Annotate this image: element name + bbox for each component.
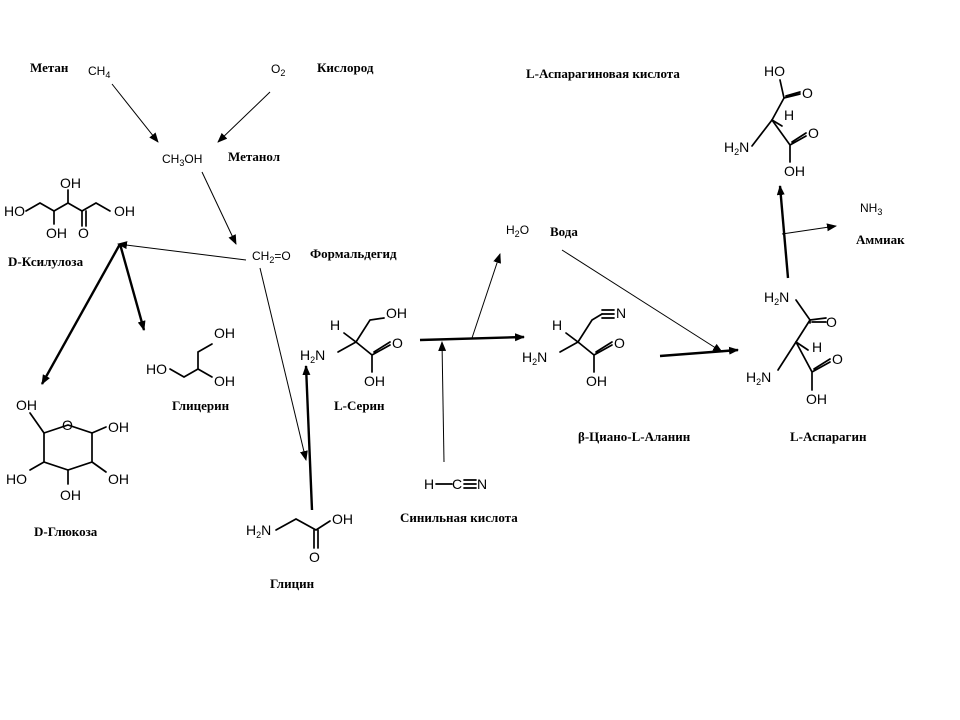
structure-glycerol: HO OH OH — [146, 325, 235, 389]
svg-text:C: C — [452, 476, 462, 492]
structure-glycine: H2N OH O — [246, 511, 353, 565]
label-methane: Метан — [30, 60, 69, 75]
svg-text:OH: OH — [364, 373, 385, 389]
svg-text:H: H — [552, 317, 562, 333]
formula-o2: O2 — [271, 62, 285, 78]
arrow-formaldehyde-glycine — [259, 267, 308, 461]
svg-text:O: O — [808, 125, 819, 141]
arrow-formaldehyde-xylulose — [117, 241, 247, 261]
label-glucose: D-Глюкоза — [34, 524, 98, 539]
label-glycerol: Глицерин — [172, 398, 230, 413]
formula-ch3oh: CH3OH — [162, 152, 202, 168]
arrow-to-ammonia — [781, 223, 837, 235]
label-serine: L-Серин — [334, 398, 385, 413]
arrow-asparagine-aspartic — [776, 185, 790, 279]
svg-text:O: O — [832, 351, 843, 367]
structure-hcn: H C N — [424, 476, 487, 492]
structure-serine: H OH H2N O OH — [300, 305, 407, 389]
svg-text:O: O — [78, 225, 89, 241]
svg-text:OH: OH — [46, 225, 67, 241]
svg-text:OH: OH — [784, 163, 805, 179]
cyanoalanine-nh2: H2N — [522, 349, 547, 367]
svg-text:N: N — [616, 305, 626, 321]
label-aspartic: L-Аспарагиновая кислота — [526, 66, 680, 81]
arrow-methanol-formaldehyde — [201, 171, 237, 245]
svg-text:O: O — [614, 335, 625, 351]
structure-cyanoalanine: H N H2N O OH — [522, 305, 626, 389]
svg-text:HO: HO — [4, 203, 25, 219]
svg-text:HO: HO — [764, 63, 785, 79]
structure-glucose: OH O OH HO OH OH — [6, 397, 129, 503]
formula-ch4: CH4 — [88, 64, 110, 80]
arrow-cyanoalanine-asparagine — [659, 346, 739, 358]
svg-text:O: O — [802, 85, 813, 101]
svg-text:O: O — [309, 549, 320, 565]
svg-text:OH: OH — [60, 175, 81, 191]
arrow-glycine-serine — [302, 365, 314, 511]
arrow-methane-methanol — [111, 83, 159, 143]
svg-text:OH: OH — [108, 419, 129, 435]
svg-text:OH: OH — [806, 391, 827, 407]
label-oxygen: Кислород — [317, 60, 374, 75]
formula-ch2o: CH2=O — [252, 249, 291, 265]
svg-text:O: O — [62, 417, 73, 433]
svg-text:H: H — [812, 339, 822, 355]
svg-text:OH: OH — [60, 487, 81, 503]
arrow-hcn-join — [438, 341, 447, 463]
svg-text:OH: OH — [16, 397, 37, 413]
glycine-nh2: H2N — [246, 522, 271, 540]
arrow-xylulose-glucose — [40, 243, 122, 385]
label-glycine: Глицин — [270, 576, 315, 591]
asparagine-amide-nh2: H2N — [764, 289, 789, 307]
asparagine-nh2: H2N — [746, 369, 771, 387]
svg-text:O: O — [826, 314, 837, 330]
arrow-serine-cyanoalanine — [419, 333, 525, 342]
svg-text:OH: OH — [332, 511, 353, 527]
svg-text:OH: OH — [586, 373, 607, 389]
svg-text:HO: HO — [146, 361, 167, 377]
formula-h2o: H2O — [506, 223, 529, 239]
serine-nh2: H2N — [300, 347, 325, 365]
label-cyanoalanine: β-Циано-L-Аланин — [578, 429, 691, 444]
structure-aspartic: HO O H H2N O OH — [724, 63, 819, 179]
label-ammonia: Аммиак — [856, 232, 905, 247]
label-methanol: Метанол — [228, 149, 280, 164]
svg-text:H: H — [424, 476, 434, 492]
svg-text:OH: OH — [108, 471, 129, 487]
svg-text:OH: OH — [214, 373, 235, 389]
label-formaldehyde: Формальдегид — [310, 246, 397, 261]
svg-text:HO: HO — [6, 471, 27, 487]
structure-asparagine: H2N O H H2N O OH — [746, 289, 843, 407]
arrow-oxygen-methanol — [217, 91, 271, 143]
arrow-xylulose-glycerol — [118, 243, 146, 331]
label-water: Вода — [550, 224, 578, 239]
reaction-arrows — [40, 83, 837, 511]
svg-text:O: O — [392, 335, 403, 351]
svg-text:OH: OH — [114, 203, 135, 219]
aspartic-nh2: H2N — [724, 139, 749, 157]
svg-text:OH: OH — [386, 305, 407, 321]
arrow-to-water — [471, 253, 501, 339]
svg-text:H: H — [784, 107, 794, 123]
svg-text:N: N — [477, 476, 487, 492]
svg-text:OH: OH — [214, 325, 235, 341]
label-hcn: Синильная кислота — [400, 510, 518, 525]
structure-xylulose: HO OH OH O OH — [4, 175, 135, 241]
label-asparagine: L-Аспарагин — [790, 429, 867, 444]
svg-text:H: H — [330, 317, 340, 333]
label-xylulose: D-Ксилулоза — [8, 254, 84, 269]
arrow-water-asparagine — [561, 249, 723, 353]
formula-nh3: NH3 — [860, 201, 882, 217]
